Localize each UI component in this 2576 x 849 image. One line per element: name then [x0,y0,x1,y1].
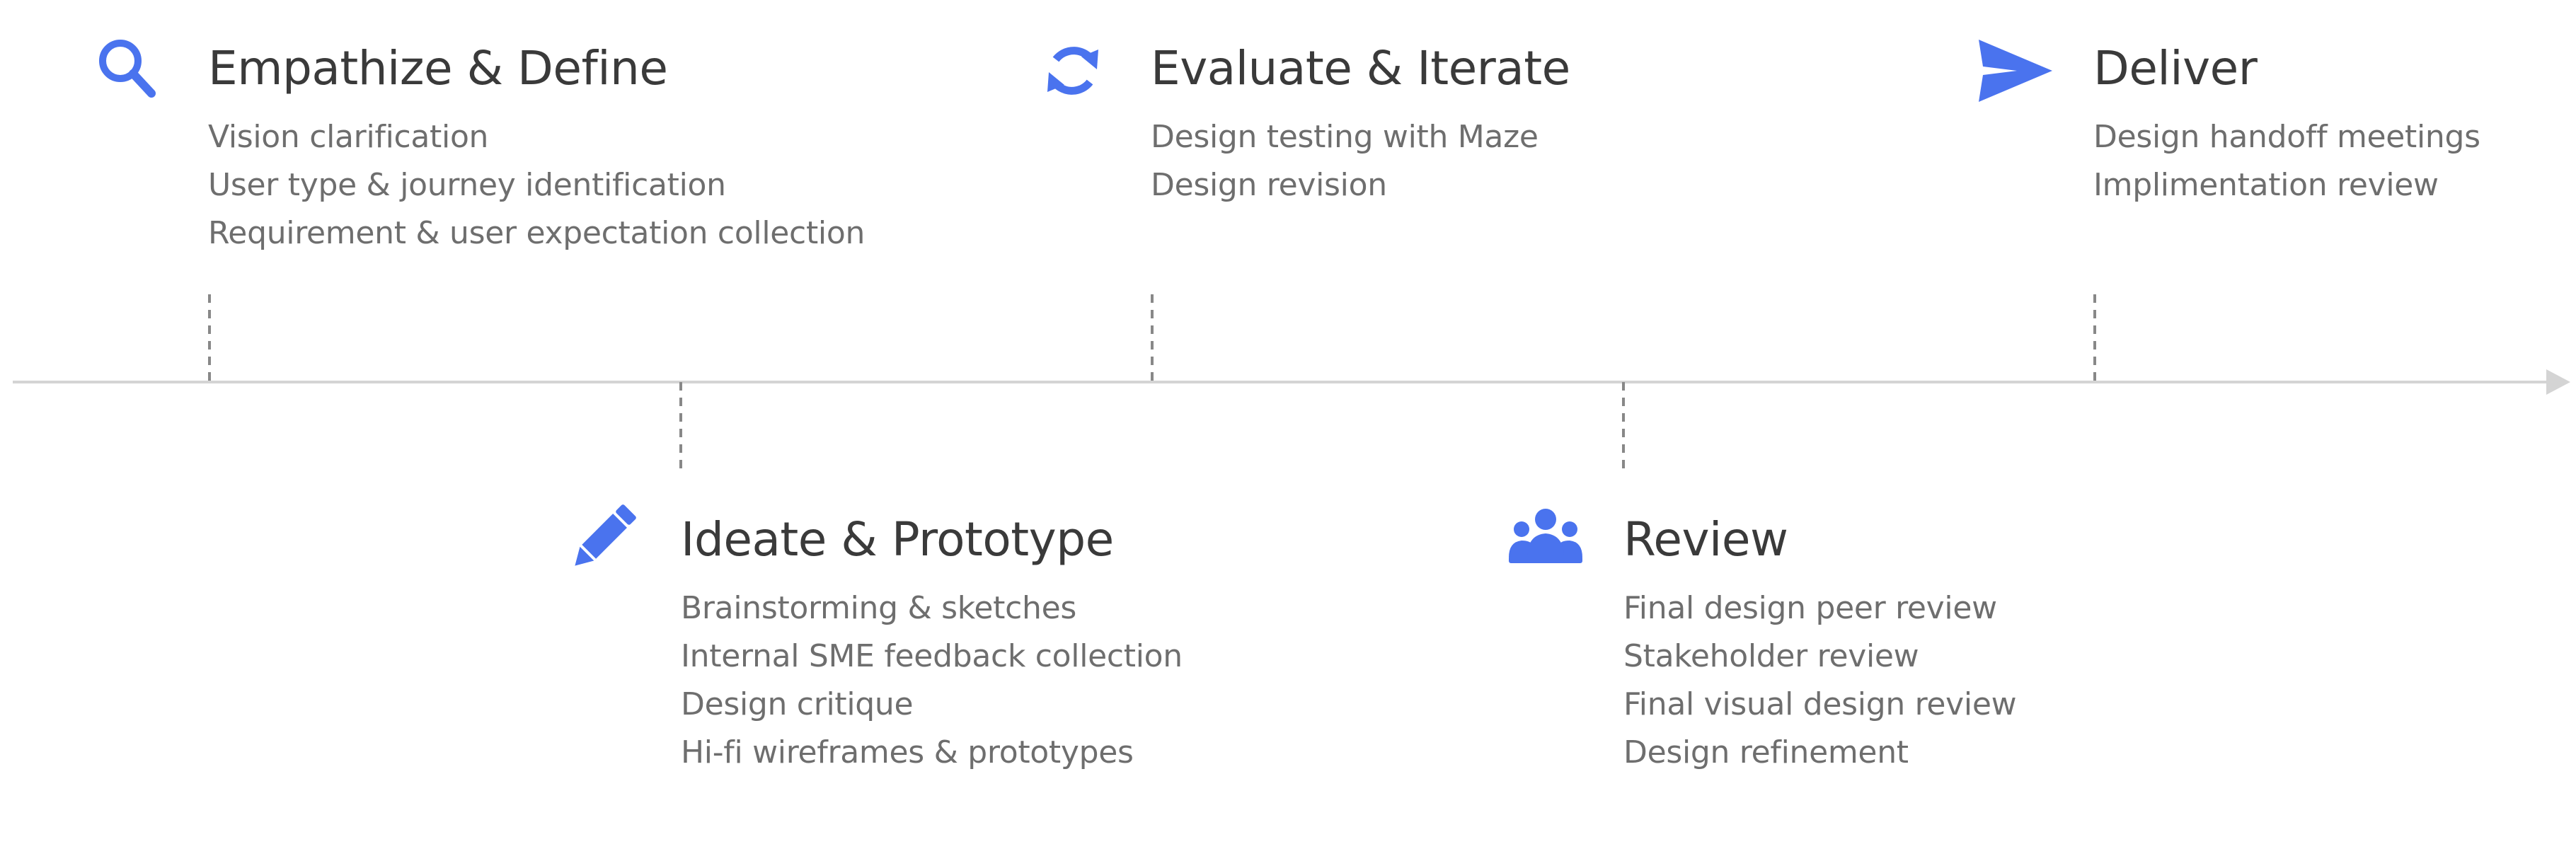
stage-title: Review [1623,512,1788,567]
stage-item: Implimentation review [2093,167,2439,203]
stage-item: Vision clarification [208,119,489,155]
stage-item: Hi-fi wireframes & prototypes [681,734,1134,770]
stage-item: Stakeholder review [1623,638,1919,674]
stage-item: Final visual design review [1623,686,2017,722]
stage-item-list: Design handoff meetings Implimentation r… [2093,113,2480,209]
stage-title: Ideate & Prototype [681,512,1114,567]
stage-item: Requirement & user expectation collectio… [208,215,866,251]
stage-item-list: Brainstorming & sketches Internal SME fe… [681,584,1183,777]
stage-item: User type & journey identification [208,167,726,203]
stage-item: Design handoff meetings [2093,119,2480,155]
stage-item-list: Vision clarification User type & journey… [208,113,865,258]
stage-title: Empathize & Define [208,41,668,96]
stage-title: Deliver [2093,41,2258,96]
stage-title: Evaluate & Iterate [1151,41,1570,96]
stage-item: Design refinement [1623,734,1909,770]
stage-item: Design revision [1151,167,1387,203]
send-icon [1973,28,2058,113]
timeline-arrowhead [2546,369,2570,395]
search-icon [85,28,170,113]
pencil-icon [560,495,645,580]
stage-item: Design critique [681,686,914,722]
stage-item-list: Final design peer review Stakeholder rev… [1623,584,2017,777]
users-icon [1503,497,1588,582]
stage-item-list: Design testing with Maze Design revision [1151,113,1570,209]
stage-item: Final design peer review [1623,590,1997,626]
stage-item: Internal SME feedback collection [681,638,1183,674]
stage-item: Brainstorming & sketches [681,590,1076,626]
refresh-icon [1030,28,1115,113]
stage-item: Design testing with Maze [1151,119,1539,155]
